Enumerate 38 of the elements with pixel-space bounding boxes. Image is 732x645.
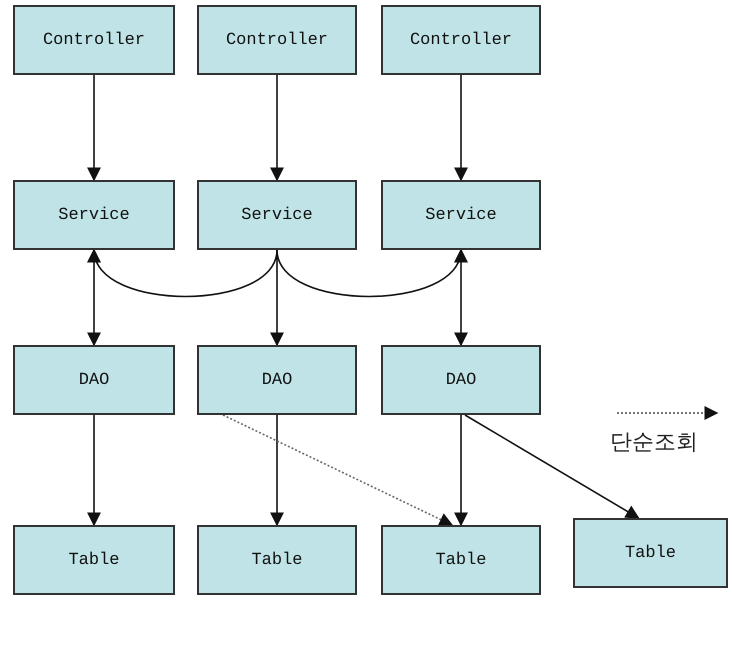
arrow [87,415,101,526]
arrow [87,75,101,182]
arrow [270,415,284,526]
arrow [270,75,284,182]
component-box [381,345,541,415]
arrow [87,248,101,346]
arrow [464,414,640,519]
box-label: Service [241,206,313,224]
arrow [454,248,468,346]
component-box [573,518,728,588]
box-label: Table [624,544,676,562]
component-box [13,525,175,595]
box-label: Controller [226,30,328,50]
box-label: DAO [262,370,292,390]
box-label: Table [251,550,302,570]
component-box [381,5,541,75]
component-box [381,180,541,250]
arrow [454,415,468,526]
component-box [197,525,357,595]
box-label: Service [58,206,130,224]
component-box [197,180,357,250]
box-label: Controller [410,30,512,50]
component-box [381,525,541,595]
component-box [13,5,175,75]
component-box [197,345,357,415]
component-box [13,180,175,250]
arrow [270,250,284,346]
box-label: DAO [78,370,110,390]
component-box [197,5,357,75]
legend-text: 단순조회 [610,429,698,457]
box-label: Table [68,550,120,570]
box-label: DAO [446,370,476,390]
box-label: Controller [42,30,146,50]
arrow [222,414,454,526]
box-label: Service [425,206,497,224]
component-box [13,345,175,415]
box-label: Table [435,550,486,570]
arrow [454,75,468,182]
